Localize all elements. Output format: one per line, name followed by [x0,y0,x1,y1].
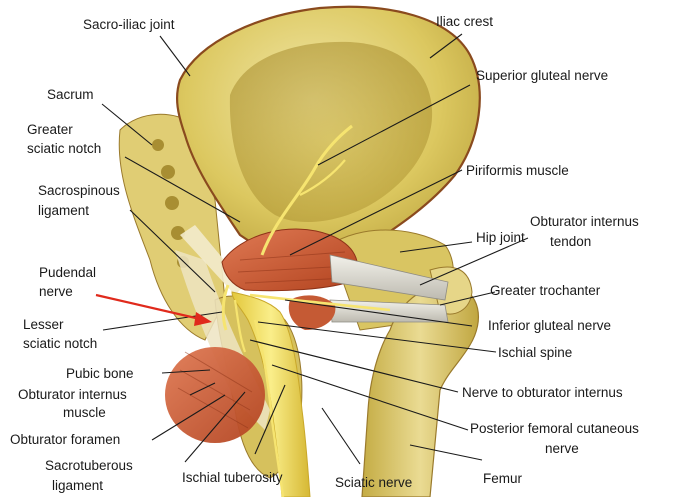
label-nerve-to-obturator-internus: Nerve to obturator internus [462,385,623,401]
label-piriformis-muscle: Piriformis muscle [466,163,569,179]
label-ischial-tuberosity: Ischial tuberosity [182,470,283,486]
label-iliac-crest: Iliac crest [436,14,493,30]
label-greater-sciatic-notch-line2: sciatic notch [27,141,101,157]
label-lesser-sciatic-notch-line1: Lesser [23,317,64,333]
label-pudendal-nerve-line1: Pudendal [39,265,96,281]
label-sciatic-nerve: Sciatic nerve [335,475,412,491]
sacral-foramen-5 [152,139,164,151]
label-obturator-internus-tendon-line2: tendon [550,234,591,250]
label-obturator-internus-muscle-line1: Obturator internus [18,387,127,403]
label-posterior-femoral-cutaneous-line1: Posterior femoral cutaneous [470,421,639,437]
label-obturator-internus-muscle-line2: muscle [63,405,106,421]
label-femur: Femur [483,471,522,487]
label-hip-joint: Hip joint [476,230,525,246]
label-greater-sciatic-notch-line1: Greater [27,122,73,138]
label-sacrospinous-ligament-line1: Sacrospinous [38,183,120,199]
sacral-foramen-1 [161,165,175,179]
label-posterior-femoral-cutaneous-line2: nerve [545,441,579,457]
sacral-foramen-2 [165,196,179,210]
label-sacrospinous-ligament-line2: ligament [38,203,89,219]
obturator-internus-muscle-shape [165,347,265,443]
label-sacrum: Sacrum [47,87,94,103]
label-obturator-internus-tendon-line1: Obturator internus [530,214,639,230]
label-ischial-spine: Ischial spine [498,345,572,361]
label-inferior-gluteal-nerve: Inferior gluteal nerve [488,318,611,334]
label-lesser-sciatic-notch-line2: sciatic notch [23,336,97,352]
label-sacrotuberous-ligament-line2: ligament [52,478,103,494]
label-superior-gluteal-nerve: Superior gluteal nerve [476,68,608,84]
label-greater-trochanter: Greater trochanter [490,283,600,299]
label-obturator-foramen: Obturator foramen [10,432,120,448]
label-sacrotuberous-ligament-line1: Sacrotuberous [45,458,133,474]
label-pubic-bone: Pubic bone [66,366,134,382]
label-pudendal-nerve-line2: nerve [39,284,73,300]
label-sacro-iliac-joint: Sacro-iliac joint [83,17,175,33]
